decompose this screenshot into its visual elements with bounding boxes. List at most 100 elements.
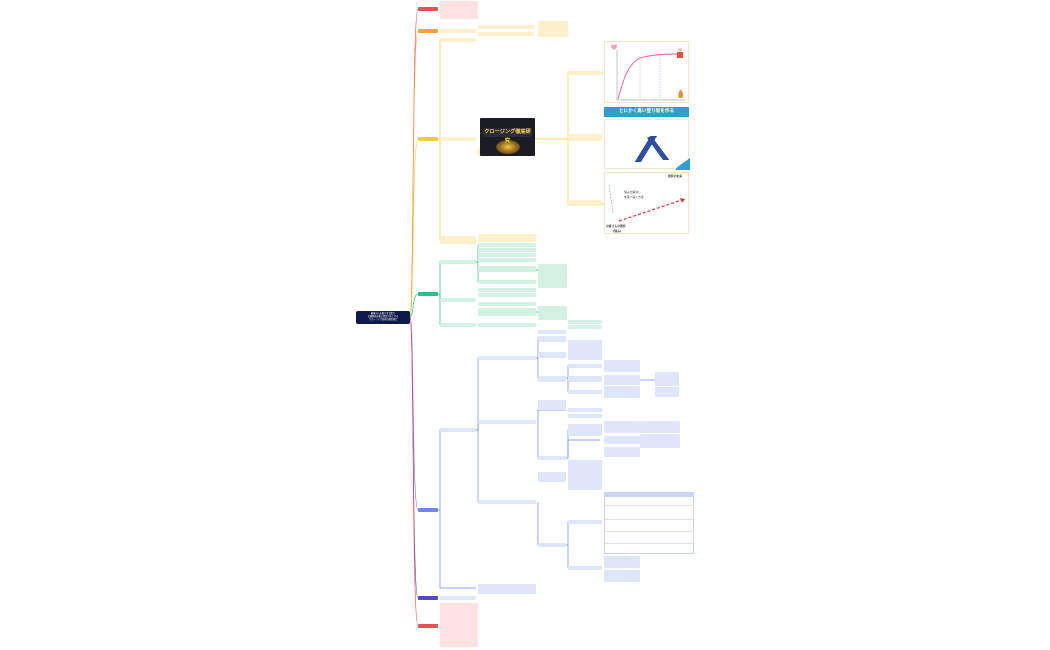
root-line-2: 信頼関係を築き提案力を上げる [367, 315, 399, 318]
note-green-15[interactable] [440, 323, 476, 327]
note-blue-27[interactable] [538, 456, 566, 460]
note-blue-17[interactable] [655, 387, 679, 397]
tick-2 [633, 99, 635, 100]
note-blue-4[interactable] [478, 500, 536, 504]
note-green-11[interactable] [478, 293, 536, 297]
note-blue-31[interactable] [568, 520, 602, 524]
note-blue-9[interactable] [568, 340, 602, 360]
note-blue-26[interactable] [640, 434, 680, 448]
note-blue-30[interactable] [538, 543, 566, 547]
note-blue-34[interactable] [604, 560, 640, 568]
note-blue-23[interactable] [604, 436, 640, 444]
note-orange-2[interactable] [478, 25, 534, 29]
note-yellow-3[interactable] [440, 236, 476, 240]
growth-chart-card [604, 41, 689, 103]
note-blue-19[interactable] [568, 408, 602, 412]
person-icon [677, 48, 683, 58]
note-yellow-4[interactable] [440, 240, 476, 244]
note-green-13[interactable] [478, 308, 536, 316]
branch-7[interactable] [418, 624, 438, 628]
note-blue-35[interactable] [604, 570, 640, 582]
note-blue-6[interactable] [538, 336, 566, 342]
note-blue-5[interactable] [538, 330, 566, 334]
note-blue-2[interactable] [478, 356, 536, 360]
note-blue-25[interactable] [640, 421, 680, 433]
note-pink-top[interactable] [440, 1, 478, 19]
note-green-16[interactable] [478, 323, 536, 327]
note-blue-7[interactable] [538, 352, 566, 358]
note-orange-3[interactable] [478, 32, 534, 36]
note-green-10[interactable] [478, 288, 536, 292]
branch-4[interactable] [418, 292, 438, 296]
note-blue-11[interactable] [568, 376, 602, 382]
branch-6[interactable] [418, 596, 438, 600]
note-blue-10[interactable] [568, 364, 602, 368]
note-blue-3[interactable] [478, 420, 536, 424]
growth-curve [617, 53, 678, 100]
note-blue-21[interactable] [568, 424, 602, 436]
tick-5 [663, 99, 665, 100]
note-yellow-5[interactable] [478, 234, 536, 238]
note-blue-13[interactable] [604, 360, 640, 372]
note-blue-18[interactable] [538, 400, 566, 410]
tick-1 [623, 99, 625, 100]
note-yellow-1[interactable] [440, 38, 476, 42]
note-green-12[interactable] [478, 302, 536, 306]
connector-b4 [409, 293, 419, 318]
branch-1[interactable] [418, 7, 438, 11]
note-green-3[interactable] [478, 248, 536, 252]
thumbnail-glow [496, 140, 520, 154]
note-green-4[interactable] [478, 253, 536, 257]
note-green-14[interactable] [538, 306, 567, 320]
tick-6 [673, 99, 675, 100]
note-blue-22[interactable] [604, 421, 640, 433]
branch-3[interactable] [418, 137, 438, 141]
note-blue-36[interactable] [478, 584, 536, 594]
note-blue-12[interactable] [568, 390, 602, 394]
note-blue-8[interactable] [538, 376, 566, 382]
note-blue-15[interactable] [604, 386, 640, 398]
note-green-1[interactable] [440, 260, 476, 264]
note-green-18[interactable] [568, 325, 602, 329]
staircase-illustration [634, 135, 690, 170]
note-blue-14[interactable] [604, 375, 640, 385]
chart-y-axis [616, 50, 685, 101]
branch-5[interactable] [418, 508, 438, 512]
note-blue-20[interactable] [568, 414, 602, 418]
note-purple-1[interactable] [440, 596, 476, 600]
closing-thumbnail-image: クロージング徹底研究 [480, 118, 535, 156]
arrow-diagram-card [604, 172, 689, 234]
branch-2[interactable] [418, 29, 438, 33]
note-green-17[interactable] [568, 320, 602, 324]
red-dashed-arrow [618, 198, 686, 222]
heart-icon [611, 44, 617, 50]
table-row [605, 531, 694, 532]
note-blue-16[interactable] [655, 372, 679, 386]
note-green-5[interactable] [478, 258, 536, 262]
note-blue-32[interactable] [568, 566, 602, 570]
note-orange-1[interactable] [440, 29, 476, 33]
root-line-3: クロージング技術の徹底研究 [368, 318, 398, 321]
note-green-8[interactable] [538, 264, 567, 288]
note-blue-29[interactable] [568, 460, 602, 490]
note-blue-33[interactable] [604, 556, 640, 560]
note-yellow-6[interactable] [478, 238, 536, 242]
note-yellow-9[interactable] [568, 200, 602, 206]
root-topic[interactable]: 顧客の心を動かす営業で 信頼関係を築き提案力を上げる クロージング技術の徹底研究 [356, 311, 410, 324]
arrow-mid-label-2: 未来へ導く方法 [624, 195, 644, 199]
note-orange-4[interactable] [538, 21, 568, 37]
note-blue-28[interactable] [538, 472, 566, 482]
note-yellow-2[interactable] [440, 137, 476, 141]
note-green-2[interactable] [478, 243, 536, 247]
note-blue-24[interactable] [604, 447, 640, 457]
comparison-table [604, 492, 694, 554]
note-yellow-8[interactable] [568, 134, 602, 141]
note-blue-1[interactable] [440, 428, 476, 432]
note-green-9[interactable] [440, 298, 476, 302]
note-yellow-7[interactable] [568, 71, 602, 75]
fire-icon [678, 89, 684, 98]
note-green-6[interactable] [478, 266, 536, 272]
note-pink-bottom[interactable] [440, 603, 478, 647]
note-green-7[interactable] [478, 280, 536, 284]
